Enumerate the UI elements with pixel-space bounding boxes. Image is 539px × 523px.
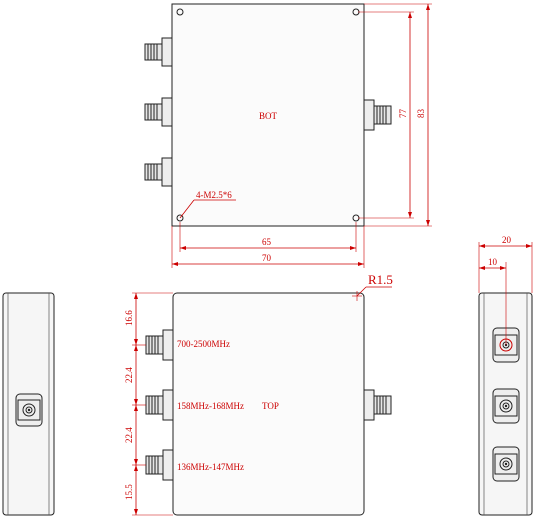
sma-connector-icon: [145, 449, 174, 481]
dim-side-overall: 20: [502, 235, 512, 245]
dim-port-spacing-3: 22.4: [124, 427, 134, 443]
bottom-view: BOT 4-M2.5*6 65 70 77 83: [144, 3, 432, 268]
radius-note: R1.5: [368, 272, 393, 287]
dim-side-center: 10: [488, 257, 498, 267]
port-label-3: 136MHz-147MHz: [177, 462, 244, 472]
sma-connector-icon: [144, 157, 173, 187]
sma-connector-icon: [145, 329, 174, 361]
bottom-view-label: BOT: [259, 111, 278, 121]
port-label-2: 158MHz-168MHz: [177, 401, 244, 411]
dim-port-spacing-4: 15.5: [124, 484, 134, 500]
top-view: R1.5 700-2500MHz 158MHz-168MHz TOP 136MH…: [124, 272, 393, 516]
top-view-label: TOP: [262, 401, 279, 411]
left-side-view: [2, 292, 55, 516]
port-label-1: 700-2500MHz: [177, 339, 230, 349]
hole-note: 4-M2.5*6: [196, 190, 232, 200]
sma-connector-icon: [144, 97, 173, 127]
dim-port-spacing-1: 16.6: [124, 310, 134, 326]
sma-connector-icon: [363, 99, 392, 131]
dim-hole-spacing-h: 77: [398, 109, 408, 119]
mounting-hole-icon: [176, 8, 184, 16]
mounting-hole-icon: [176, 214, 184, 222]
sma-connector-icon: [15, 393, 43, 427]
sma-connector-icon: [145, 389, 174, 421]
dim-port-spacing-2: 22.4: [124, 367, 134, 383]
sma-connector-icon: [144, 37, 173, 67]
right-side-view: 20 10: [478, 235, 533, 516]
dim-overall-w: 70: [262, 253, 272, 263]
sma-connector-icon: [363, 389, 392, 421]
sma-connector-icon: [492, 388, 520, 424]
sma-connector-icon: [492, 446, 520, 482]
dim-overall-h: 83: [416, 109, 426, 119]
bottom-view-body: [171, 3, 365, 227]
dim-hole-spacing-w: 65: [262, 237, 272, 247]
